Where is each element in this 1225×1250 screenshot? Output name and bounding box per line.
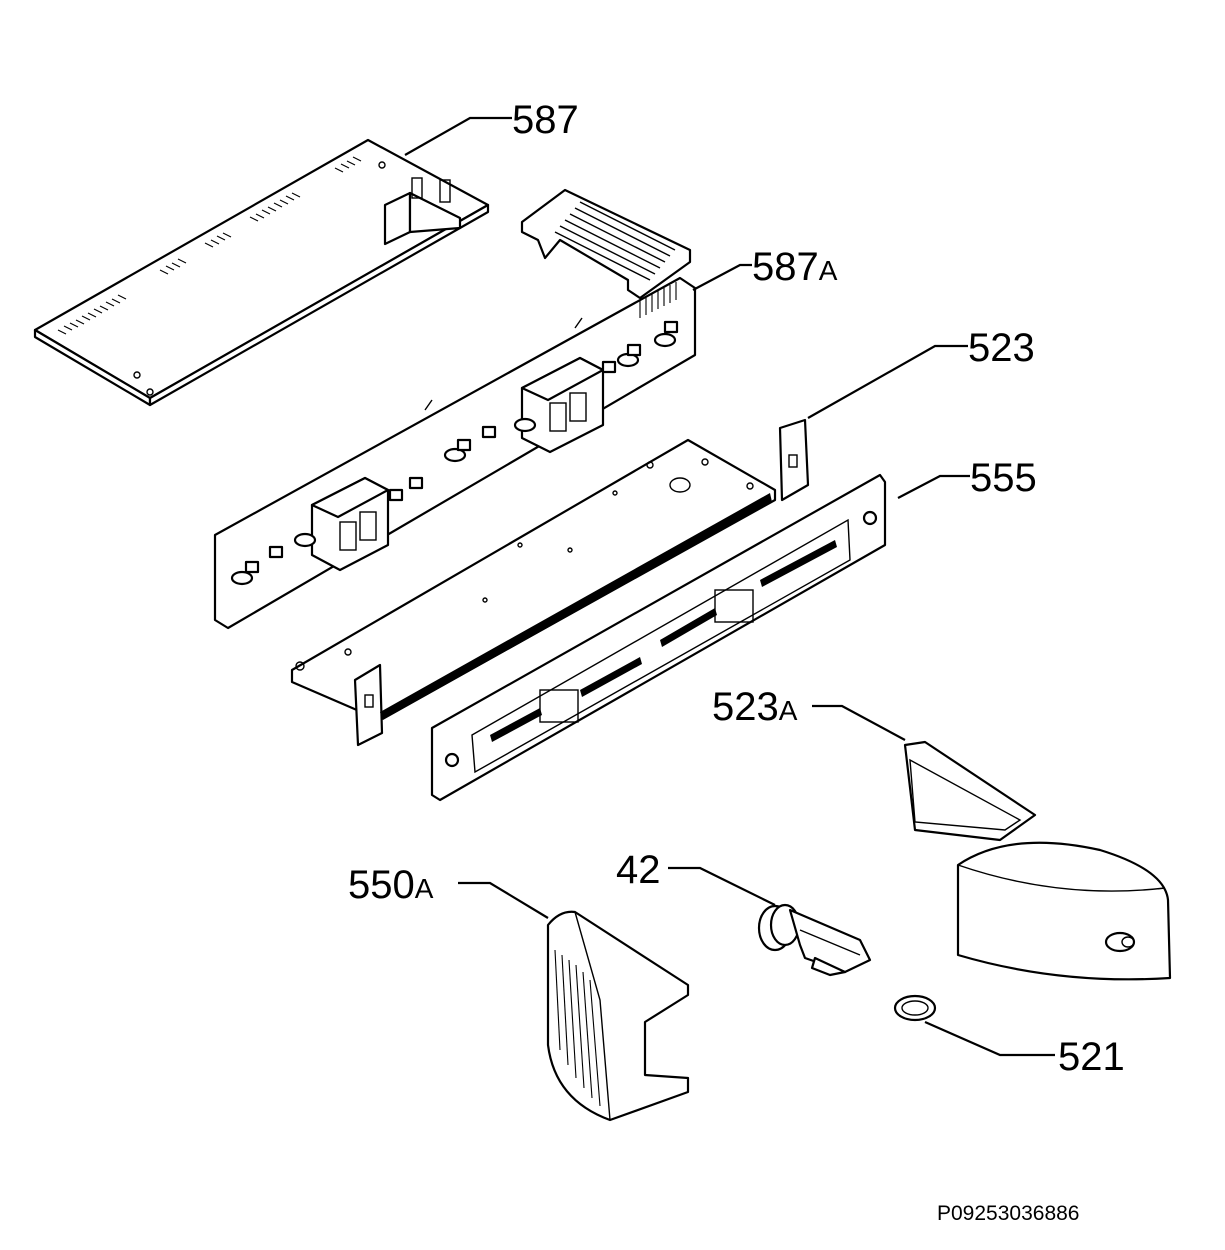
part-523-mounting-bracket [290, 418, 810, 747]
callout-587: 587 [512, 98, 579, 142]
drawing-reference-code: P09253036886 [937, 1202, 1079, 1225]
ribbon-cable [520, 188, 692, 300]
leader-587A [692, 263, 752, 291]
board-buttons [230, 320, 679, 586]
leader-523A [812, 704, 906, 741]
part-587A-display-board [213, 276, 697, 630]
board-edge-connector-hatching [57, 156, 362, 335]
part-521-o-ring [893, 994, 937, 1022]
leader-550A [458, 881, 549, 919]
callout-42: 42 [616, 848, 661, 892]
leader-555 [897, 474, 970, 499]
leader-42 [668, 866, 776, 906]
callout-521: 521 [1058, 1035, 1125, 1079]
board-connector-block [383, 177, 462, 246]
callout-587A: 587A [752, 245, 838, 289]
callout-550A: 550A [348, 863, 434, 907]
part-42-lamp-holder [757, 903, 872, 977]
leader-lines [404, 116, 1055, 1057]
callout-labels: 587 587A 523 555 523A 42 550A 521 [348, 98, 1125, 1079]
leader-587 [404, 116, 512, 156]
part-555-front-fascia [430, 473, 887, 802]
part-587-circuit-board [33, 138, 490, 407]
callout-523: 523 [968, 326, 1035, 370]
callout-555: 555 [970, 456, 1037, 500]
leader-521 [924, 1020, 1055, 1057]
part-523A-right-end-cap [903, 740, 1172, 981]
leader-523 [807, 344, 968, 419]
part-550A-left-end-cap [546, 910, 690, 1122]
seven-segment-display-left [310, 476, 390, 572]
callout-523A: 523A [712, 685, 798, 729]
end-cap-ribbing [554, 949, 601, 1107]
